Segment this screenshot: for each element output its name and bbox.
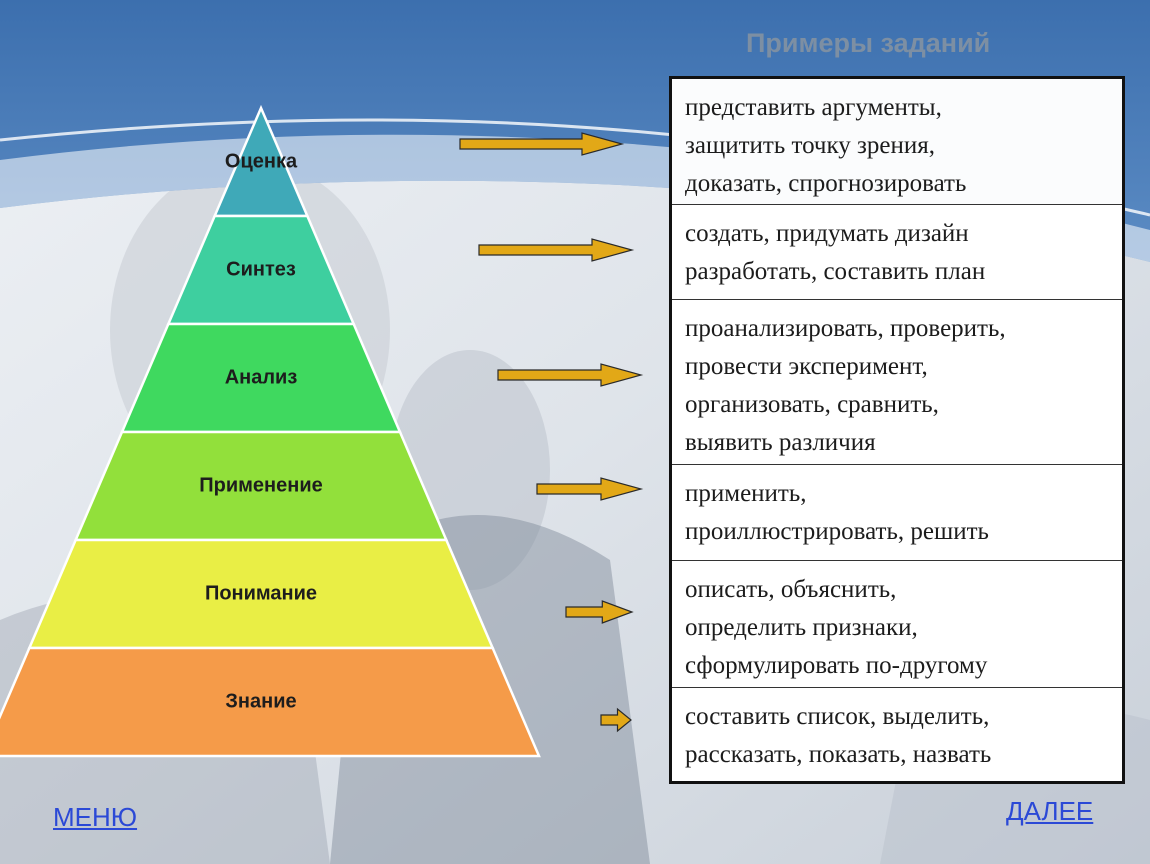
pyramid-level-6 xyxy=(0,646,541,758)
example-row: составить список, выделить, рассказать, п… xyxy=(672,687,1122,781)
example-text-line: доказать, спрогнозировать xyxy=(685,170,967,197)
pyramid-level-label: Оценка xyxy=(224,150,298,173)
example-text-line: сформулировать по-другому xyxy=(685,652,988,679)
example-text-line: представить аргументы, xyxy=(685,94,942,121)
example-text-line: создать, придумать дизайн xyxy=(685,220,969,247)
example-text-line: проиллюстрировать, решить xyxy=(685,518,989,545)
example-text-line: разработать, составить план xyxy=(685,258,986,285)
example-text-line: проанализировать, проверить, xyxy=(685,315,1006,342)
example-text-line: рассказать, показать, назвать xyxy=(685,741,992,768)
pyramid-level-label: Анализ xyxy=(224,366,298,389)
example-text-line: провести эксперимент, xyxy=(685,353,928,380)
example-row: проанализировать, проверить, провести экс… xyxy=(672,299,1122,464)
pyramid-level-label: Синтез xyxy=(226,258,296,281)
slide-title: Примеры заданий xyxy=(746,28,991,58)
example-text-line: защитить точку зрения, xyxy=(685,132,936,159)
pyramid-level-label: Понимание xyxy=(204,582,318,605)
example-text-line: составить список, выделить, xyxy=(685,703,990,730)
example-text-line: организовать, сравнить, xyxy=(685,391,939,418)
example-text-line: определить признаки, xyxy=(685,614,918,641)
example-text-line: применить, xyxy=(685,480,807,507)
example-row: создать, придумать дизайн разработать, со… xyxy=(672,204,1122,299)
example-row: применить, проиллюстрировать, решить xyxy=(672,464,1122,560)
example-text-line: выявить различия xyxy=(685,429,876,456)
pyramid-level-label: Знание xyxy=(225,690,297,713)
example-row: описать, объяснить, определить признаки, с… xyxy=(672,560,1122,687)
menu-link[interactable]: МЕНЮ xyxy=(53,802,138,832)
pyramid-level-label: Применение xyxy=(199,474,323,497)
next-link[interactable]: ДАЛЕЕ xyxy=(1006,796,1094,826)
example-row: представить аргументы, защитить точку зре… xyxy=(672,79,1122,204)
examples-table: представить аргументы, защитить точку зре… xyxy=(669,76,1125,784)
example-text-line: описать, объяснить, xyxy=(685,576,897,603)
